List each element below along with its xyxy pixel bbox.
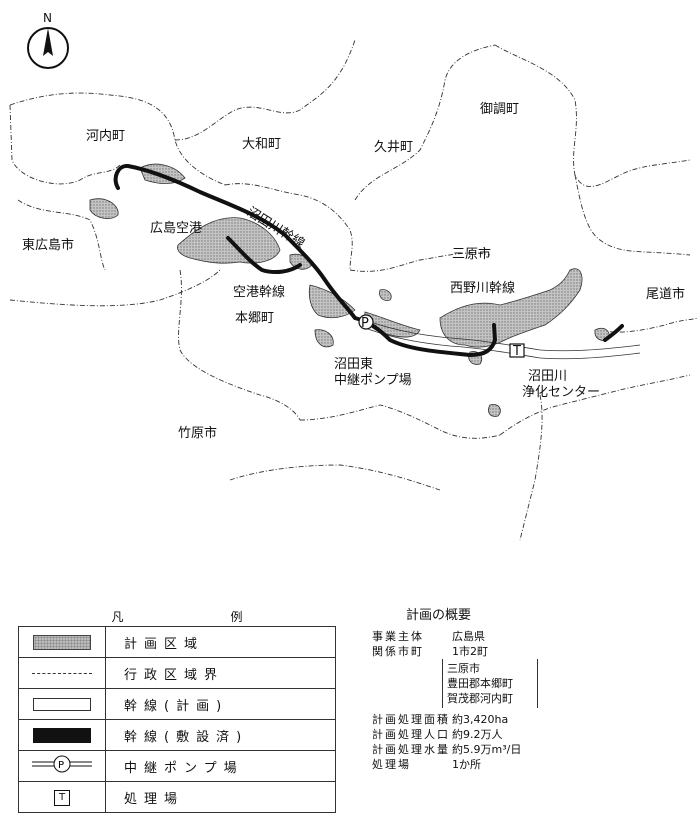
municipality: 三原市	[447, 662, 480, 675]
legend-row: T 処理場	[18, 781, 336, 813]
legend-label: 中継ポンプ場	[105, 750, 336, 782]
summary-row: 処理場 1か所	[372, 757, 682, 772]
legend: 凡 例 計画区域 行政区域界 幹線(計画) 幹線(敷設済) P	[18, 608, 336, 813]
river	[359, 317, 641, 360]
summary-key: 処理場	[372, 758, 411, 771]
label-mitsugi: 御調町	[480, 102, 519, 117]
legend-row: 行政区域界	[18, 657, 336, 689]
relay-pump-icon: P	[32, 755, 92, 773]
label-hongou: 本郷町	[235, 311, 274, 326]
summary-value: 約9.2万人	[452, 728, 503, 741]
legend-label: 行政区域界	[105, 657, 336, 689]
label-kui: 久井町	[374, 140, 413, 155]
legend-head-right: 例	[230, 610, 243, 624]
summary-key: 関係市町	[372, 645, 424, 658]
summary-value: 1市2町	[452, 645, 488, 658]
legend-row: 幹線(計画)	[18, 688, 336, 720]
label-mihara: 三原市	[452, 246, 491, 262]
planned-area-swatch	[33, 634, 91, 650]
legend-label: 処理場	[105, 781, 336, 813]
summary-value: 約5.9万m³/日	[452, 743, 522, 756]
label-airport-trunk: 空港幹線	[233, 284, 285, 300]
north-arrow-icon: N	[27, 11, 69, 69]
summary-value: 広島県	[452, 630, 485, 643]
summary-title: 計画の概要	[406, 608, 472, 623]
legend-row: 計画区域	[18, 626, 336, 658]
summary-value: 1か所	[452, 758, 481, 771]
compass-label: N	[43, 11, 52, 25]
summary-row: 計画処理水量 約5.9万m³/日	[372, 742, 682, 757]
label-pump-line1: 沼田東	[334, 356, 373, 372]
legend-head-left: 凡	[111, 610, 124, 624]
boundary-swatch	[32, 672, 92, 674]
plan-summary: 計画の概要 事業主体 広島県 関係市町 1市2町 三原市 豊田郡本郷町 賀茂郡河…	[372, 604, 682, 772]
legend-label: 幹線(計画)	[105, 688, 336, 720]
planned-areas	[89, 163, 610, 417]
treatment-plant-symbol: T	[509, 343, 525, 359]
summary-row: 計画処理面積 約3,420ha	[372, 712, 682, 727]
legend-label: 計画区域	[105, 626, 336, 658]
trunk-planned-swatch	[33, 697, 91, 711]
trunk-built-swatch	[33, 727, 91, 743]
label-plant-line1: 沼田川	[528, 369, 567, 384]
map: N	[9, 11, 699, 541]
summary-row: 事業主体 広島県	[372, 629, 682, 644]
legend-pump-symbol: P	[58, 760, 64, 771]
municipality: 豊田郡本郷町	[447, 677, 513, 690]
label-plant-line2: 浄化センター	[522, 385, 600, 400]
label-onomichi: 尾道市	[646, 286, 685, 302]
trunk-line-built	[113, 164, 624, 357]
plant-symbol-text: T	[512, 344, 521, 359]
label-daiwa: 大和町	[242, 137, 281, 152]
summary-value: 約3,420ha	[452, 713, 509, 726]
label-kouchi: 河内町	[86, 128, 125, 144]
label-hiroshima-airport: 広島空港	[150, 221, 202, 236]
summary-key: 計画処理水量	[372, 743, 450, 756]
admin-boundaries	[9, 39, 699, 541]
label-pump-line2: 中継ポンプ場	[334, 373, 412, 388]
municipality: 賀茂郡河内町	[447, 692, 513, 705]
legend-row: P 中継ポンプ場	[18, 750, 336, 782]
legend-row: 幹線(敷設済)	[18, 719, 336, 751]
label-nishinogawa-trunk: 西野川幹線	[450, 280, 515, 296]
relay-pump-symbol: P	[358, 314, 374, 331]
municipalities-list: 三原市 豊田郡本郷町 賀茂郡河内町	[442, 659, 538, 708]
summary-key: 計画処理面積	[372, 713, 450, 726]
summary-row: 関係市町 1市2町	[372, 644, 682, 659]
legend-header: 凡 例	[18, 608, 336, 626]
summary-row: 計画処理人口 約9.2万人	[372, 727, 682, 742]
pump-symbol-text: P	[361, 316, 369, 331]
label-higashihiroshima: 東広島市	[22, 237, 74, 253]
summary-key: 計画処理人口	[372, 728, 450, 741]
legend-table: 計画区域 行政区域界 幹線(計画) 幹線(敷設済) P 中継ポンプ場	[18, 626, 336, 813]
summary-key: 事業主体	[372, 630, 424, 643]
legend-label: 幹線(敷設済)	[105, 719, 336, 751]
treatment-plant-icon: T	[54, 789, 70, 806]
label-takehara: 竹原市	[178, 425, 217, 441]
